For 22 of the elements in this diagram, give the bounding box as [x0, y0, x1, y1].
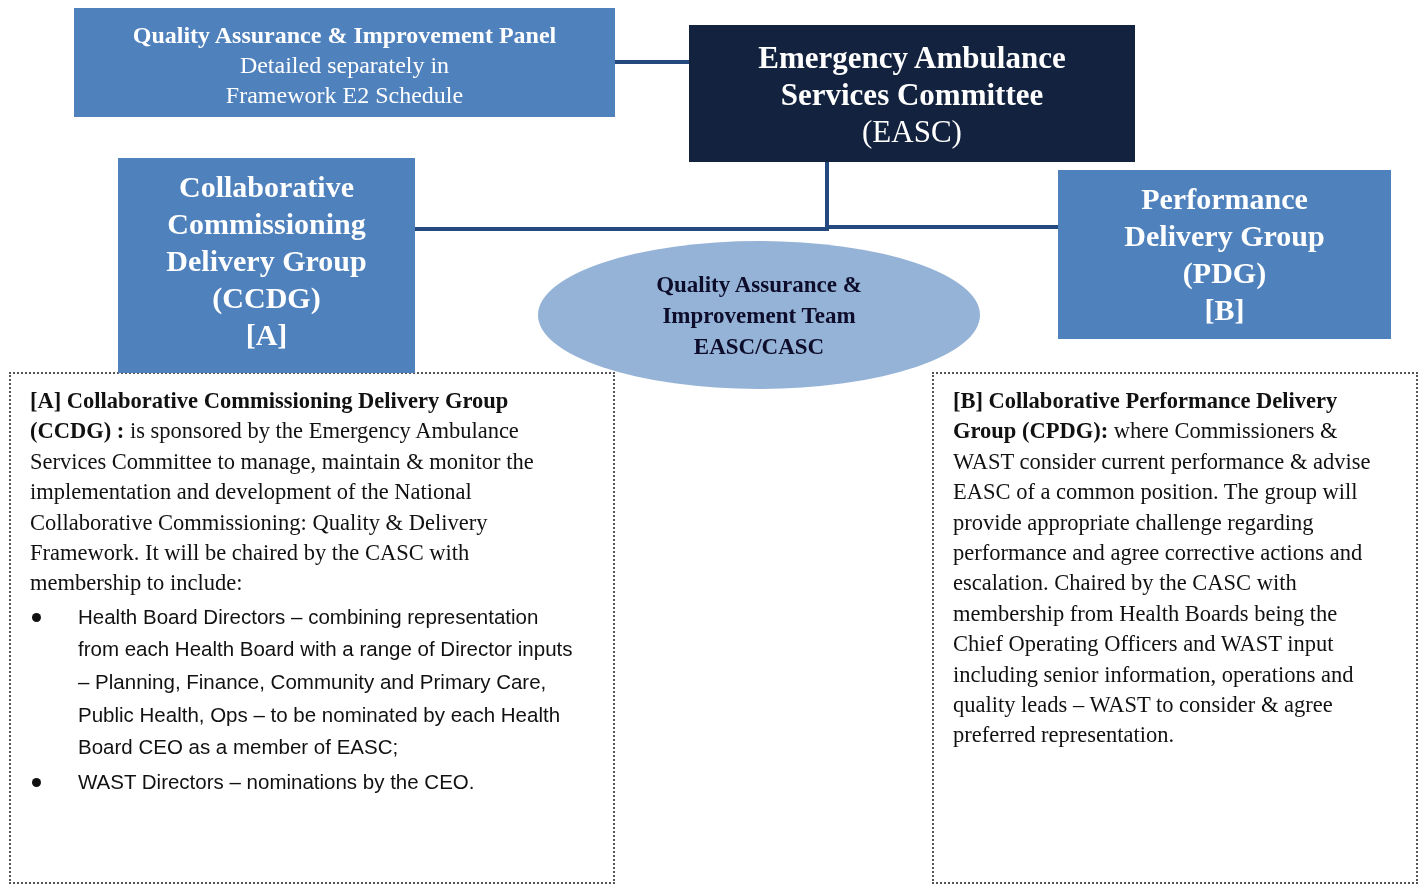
description-text: [A] Collaborative Commissioning Delivery Group (CCDG) : is sponsored by the Emergency Ambulance Services Committee to manage, maintain & monitor the implementation and development of the National Collaborative Commissioning: Quality & Delivery Framework. It will be chaired by the CASC with membership to include: — [30, 387, 535, 598]
panel-box — [74, 8, 615, 117]
description-text: [B] Collaborative Performance Delivery Group (CPDG): where Commissioners & WAST consider current performance & advise EASC of a common position. The group will provide appropriate challenge regarding performance and agree corrective actions and escalation. Chaired by the CASC with membership from Health Boards being the Chief Operating Officers and WAST input including senior information, operations and quality leads – WAST to consider & agree preferred representation. — [953, 387, 1372, 750]
committee-box — [689, 25, 1135, 162]
connector-line — [615, 60, 689, 64]
team-ellipse — [537, 240, 981, 390]
group-box — [1058, 170, 1391, 339]
box-title: Emergency Ambulance Services Committee — [757, 39, 1067, 113]
ellipse-label: Quality Assurance & Improvement Team EASC/CASC — [655, 270, 863, 361]
group-box — [118, 158, 415, 373]
description-box — [932, 372, 1418, 884]
connector-line — [825, 162, 1058, 229]
box-title: Collaborative Commissioning Delivery Group (CCDG) — [165, 169, 368, 316]
box-title: Quality Assurance & Improvement Panel — [131, 21, 558, 50]
box-subtitle: (EASC) — [861, 113, 963, 150]
box-subtitle: Detailed separately in Framework E2 Schedule — [224, 51, 465, 110]
bullet-item: WAST Directors – nominations by the CEO. — [78, 769, 475, 793]
reference-mark: [A] — [244, 317, 289, 353]
description-box — [9, 372, 615, 884]
reference-mark: [B] — [1203, 292, 1246, 328]
box-title: Performance Delivery Group (PDG) — [1123, 181, 1326, 291]
bullet-item: Health Board Directors – combining representation from each Health Board with a range of Director inputs – Planning, Finance, Community and Primary Care, Public Health, Ops – to be nominated by each Health Board CEO as a member of EASC; — [78, 604, 573, 759]
